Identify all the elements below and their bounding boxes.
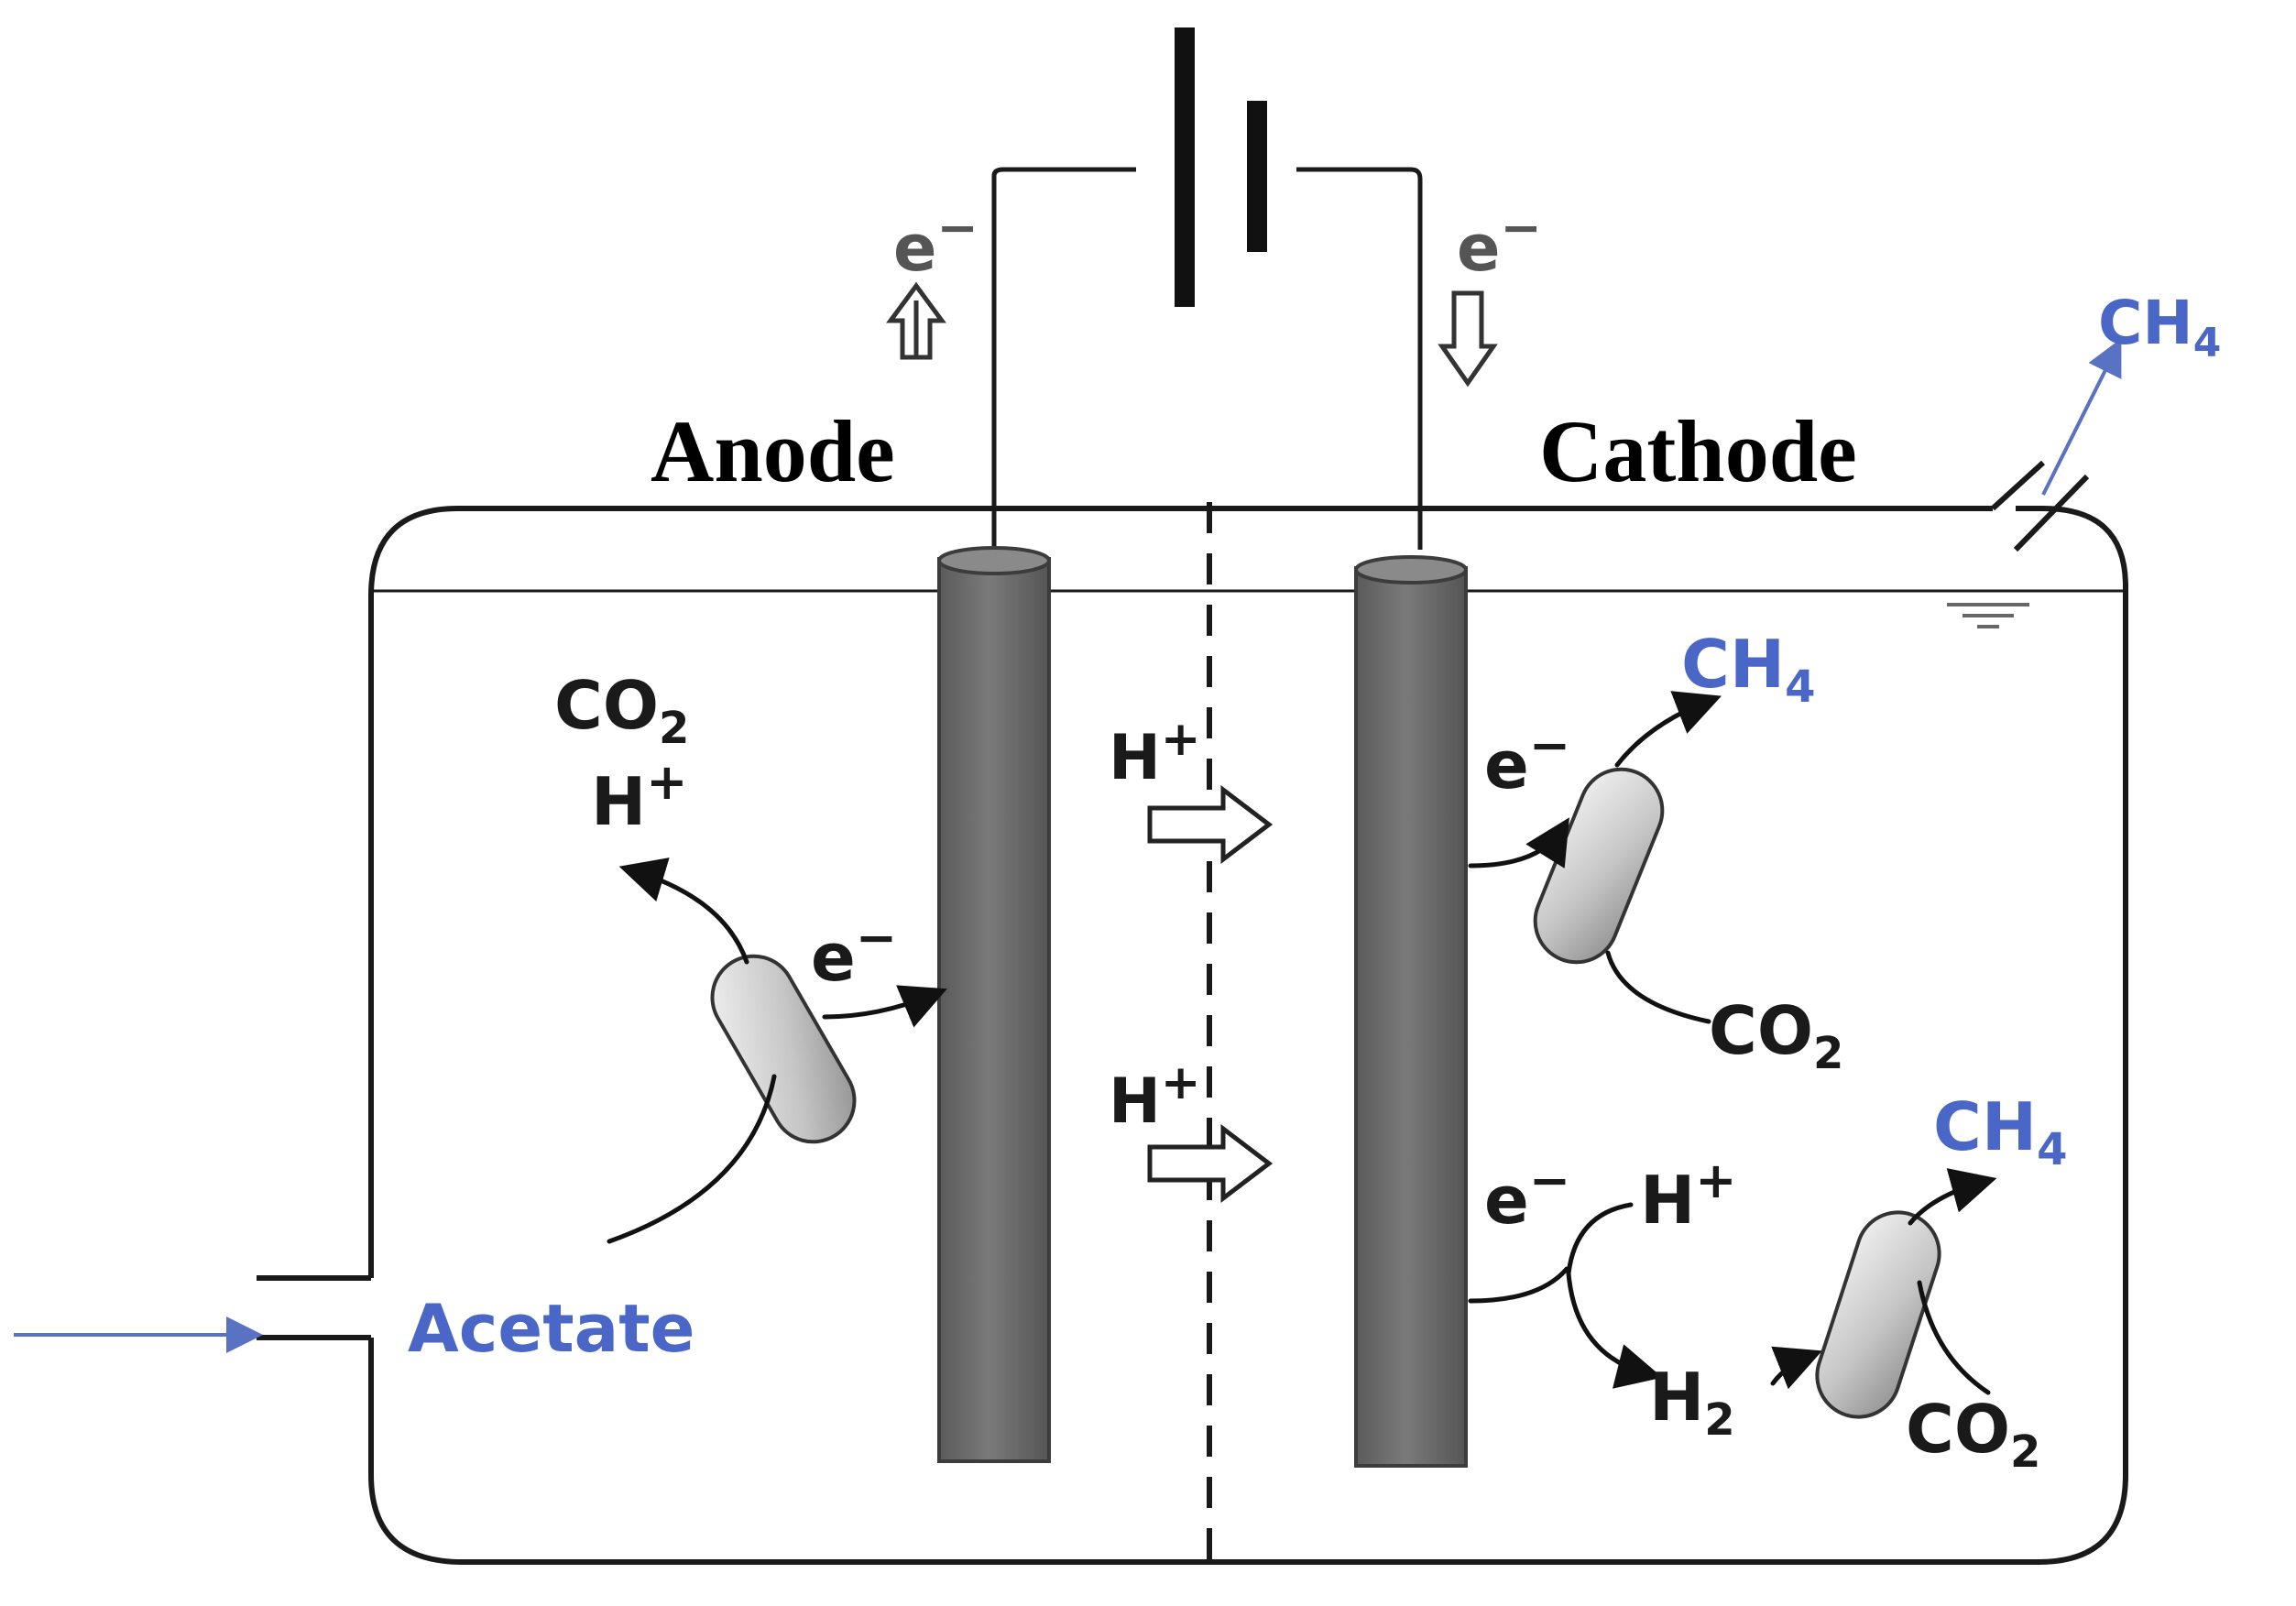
anode-wire (991, 167, 1136, 550)
hydrogen-formation-arrow (1566, 1271, 1663, 1389)
cathode-upper-co2-label: CO2 (1709, 992, 1843, 1079)
anode-bacterium-pathway: CO2 H+ e− (554, 667, 947, 1244)
cathode-lower-co2-label: CO2 (1906, 1391, 2040, 1478)
acetate-inlet: Acetate (14, 1275, 695, 1367)
proton-join-curve (1566, 1202, 1634, 1276)
battery-icon (1175, 27, 1267, 307)
anode-electron-label: e− (811, 909, 897, 996)
hollow-right-arrow-icon (1147, 784, 1274, 865)
hollow-right-arrow-icon (1147, 1123, 1274, 1204)
co2-uptake-curve-lower (1917, 1280, 1991, 1395)
anode-circuit-electron: e− (893, 199, 979, 286)
product-release-arrow (618, 858, 749, 965)
methane-outlet: CH4 (1990, 288, 2221, 552)
cathode-wire (1296, 167, 1423, 550)
methane-release-arrow-upper (1614, 691, 1722, 768)
acetate-label: Acetate (408, 1290, 695, 1367)
hollow-up-arrow-icon (886, 281, 946, 360)
ch4-outlet-label: CH4 (2098, 288, 2221, 366)
cathode-upper-electron-label: e− (1484, 716, 1570, 803)
water-level-icon (1947, 603, 2029, 628)
cathode-lower-hydrogen-pathway: e− H+ H2 CH4 CO2 (1468, 1088, 2068, 1478)
bacterium-icon (710, 954, 857, 1144)
cathode-lower-ch4-label: CH4 (1933, 1088, 2068, 1175)
hydrogen-uptake-arrow (1770, 1346, 1822, 1390)
hollow-down-arrow-icon (1438, 290, 1498, 388)
anode-proton-label: H+ (591, 753, 688, 840)
co2-uptake-curve-upper (1605, 950, 1711, 1024)
cathode-lower-proton-label: H+ (1640, 1152, 1737, 1239)
methane-release-arrow-lower (1908, 1168, 1997, 1226)
anode-electrode (937, 546, 1051, 1463)
outlet-pipe-right (2013, 474, 2090, 552)
cathode-upper-ch4-label: CH4 (1681, 626, 1816, 713)
electron-from-cathode-lower (1468, 1266, 1569, 1304)
electron-from-cathode-arrow (1468, 817, 1569, 869)
proton-transfer-upper: H+ (1109, 712, 1274, 865)
bacterium-icon (1815, 1210, 1941, 1419)
methane-outflow-arrow (2041, 338, 2122, 496)
cathode-electrode (1354, 555, 1468, 1468)
reactor-outline (368, 506, 2128, 1565)
cathode-upper-bacterium-pathway: e− CH4 CO2 (1468, 626, 1843, 1079)
cathode-lower-electron-label: e− (1484, 1152, 1570, 1239)
reactor-vessel (368, 502, 2128, 1565)
anode-co2-label: CO2 (554, 667, 689, 754)
anode-title: Anode (651, 402, 895, 500)
cathode-circuit-electron: e− (1457, 199, 1542, 286)
external-circuit: e− e− (886, 27, 1542, 550)
proton-transfer-lower: H+ (1109, 1055, 1274, 1204)
outlet-pipe-left (1990, 460, 2046, 511)
proton-label-lower: H+ (1109, 1055, 1201, 1138)
acetate-uptake-curve (607, 1074, 777, 1244)
proton-label-upper: H+ (1109, 712, 1201, 794)
bacterium-icon (1533, 767, 1665, 965)
cathode-title: Cathode (1539, 402, 1857, 500)
cathode-h2-label: H2 (1649, 1359, 1735, 1446)
electron-to-anode-arrow (822, 985, 947, 1028)
